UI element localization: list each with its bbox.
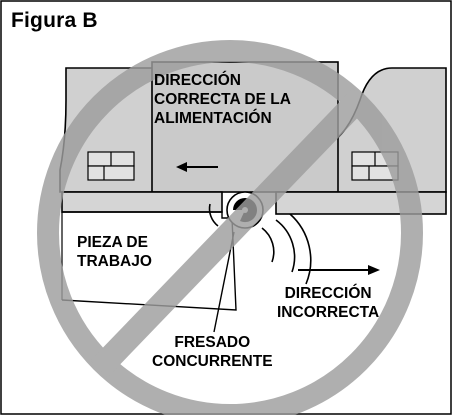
left-groove-2 [87,165,135,181]
label-incorrect-direction: DIRECCIÓN INCORRECTA [277,284,379,322]
label-correct-feed-direction: DIRECCIÓN CORRECTA DE LA ALIMENTACIÓN [154,71,291,128]
label-line: DIRECCIÓN [154,72,241,89]
label-line: TRABAJO [77,253,152,270]
label-line: DIRECCIÓN [284,285,372,302]
figure-title: Figura B [11,9,98,32]
workpiece-outline [61,211,237,311]
right-arrow-icon [298,265,380,275]
left-arrow-icon [176,162,218,172]
label-line: ALIMENTACIÓN [154,110,272,127]
rotation-arcs [208,203,312,285]
label-line: INCORRECTA [277,304,380,321]
label-workpiece: PIEZA DE TRABAJO [77,233,152,271]
left-fence-grooves [87,151,135,181]
left-table-plate [61,191,223,213]
label-line: PIEZA DE [77,234,148,251]
prohibition-slash [90,88,370,378]
label-line: CORRECTA DE LA [154,91,291,108]
label-line: CONCURRENTE [152,353,273,370]
label-line: FRESADO [174,334,251,351]
label-climb-cutting: FRESADO CONCURRENTE [152,333,273,371]
